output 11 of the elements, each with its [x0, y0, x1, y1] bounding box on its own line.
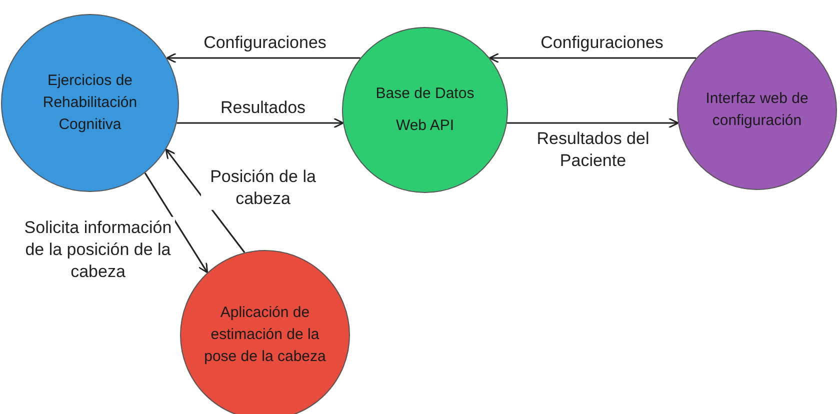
node-label: Interfaz web de configuración: [704, 89, 810, 131]
arrow: [176, 118, 344, 128]
node-label: Web API: [394, 116, 456, 136]
node-label: Ejercicios de Rehabilitación Cognitiva: [42, 71, 138, 135]
arrow: [165, 148, 246, 253]
arrow: [144, 172, 208, 274]
arrow: [488, 52, 696, 64]
node-label: Base de Datos: [374, 84, 476, 104]
arrow: [506, 118, 679, 128]
arrow: [166, 52, 360, 64]
node-label: Aplicación de estimación de la pose de la cabeza: [203, 303, 327, 367]
